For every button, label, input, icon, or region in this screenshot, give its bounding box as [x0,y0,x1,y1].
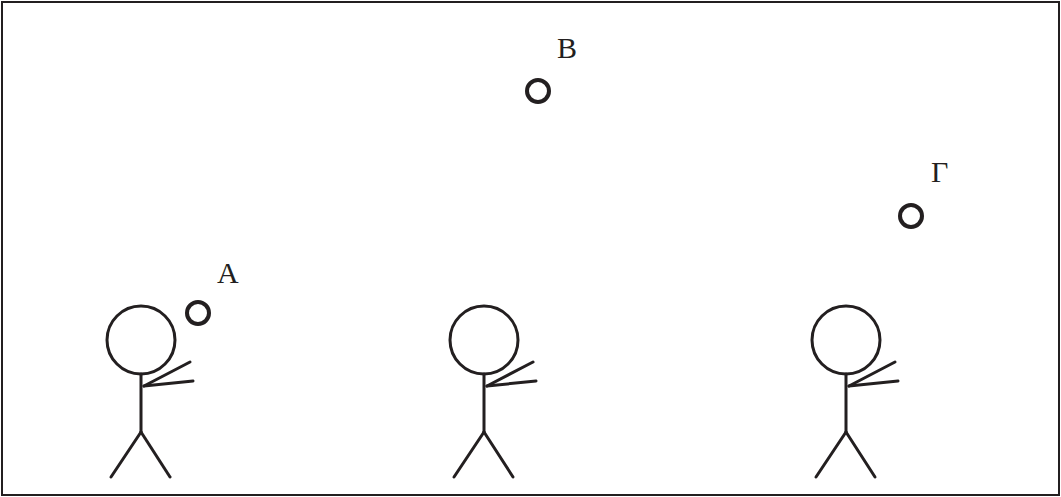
stick-figure [107,306,193,477]
ball [187,302,209,324]
position-label: Γ [931,157,948,187]
ball [900,205,922,227]
ball [527,80,549,102]
stick-figure [812,306,898,477]
stick-figure [450,306,536,477]
position-label: A [217,258,239,288]
position-label: B [557,33,577,63]
